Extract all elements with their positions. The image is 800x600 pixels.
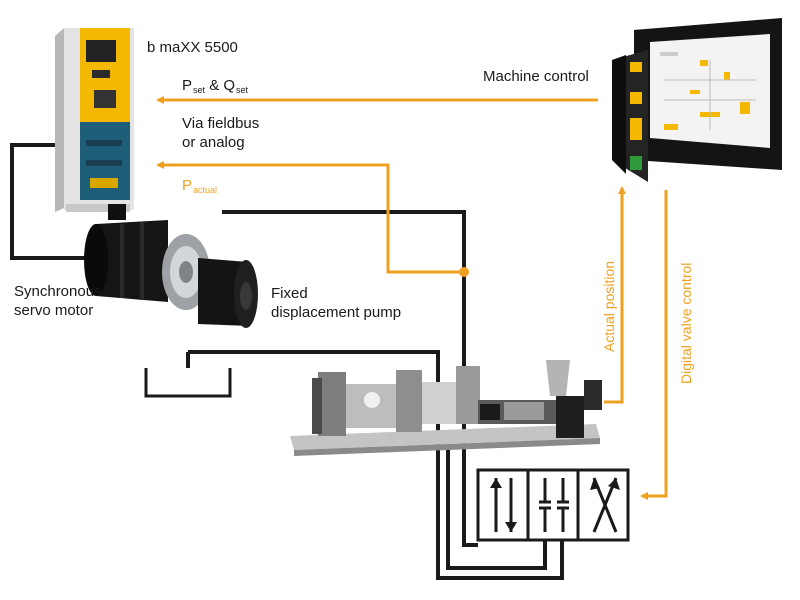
tank-symbol <box>144 368 232 398</box>
q-set-subscript: set <box>236 85 249 95</box>
q-set-amp: & Q <box>205 77 236 94</box>
digital-valve-control-label: Digital valve control <box>678 262 694 384</box>
p-actual-main: P <box>182 177 193 194</box>
actual-position-line <box>604 186 626 404</box>
p-set-subscript: set <box>193 85 206 95</box>
directional-valve-symbol <box>476 468 630 542</box>
fieldbus-line2: or analog <box>182 134 245 151</box>
fieldbus-line1: Via fieldbus <box>182 115 260 132</box>
signal-lines <box>156 96 668 500</box>
hydraulic-line-return <box>446 448 547 570</box>
hydraulic-lines <box>10 143 564 580</box>
motor-label-line1: Synchronous <box>14 283 102 300</box>
hydraulic-line-supply <box>188 350 564 580</box>
pressure-feedback-line <box>156 161 464 274</box>
servo-drive-device <box>55 28 134 212</box>
p-set-main: P <box>182 77 193 94</box>
p-actual-subscript: actual <box>193 185 218 195</box>
valve-control-line <box>640 190 668 500</box>
motor-label-line2: servo motor <box>14 302 94 319</box>
machine-control-label: Machine control <box>483 68 589 85</box>
hydraulic-line-drive-motor <box>10 143 100 260</box>
servo-motor-device <box>84 204 168 302</box>
pump-label-line1: Fixed <box>271 285 308 302</box>
pressure-sensor-node <box>459 267 469 277</box>
p-actual-label: Pactual <box>182 177 217 199</box>
actual-position-label: Actual position <box>601 260 617 352</box>
pump-label-line2: displacement pump <box>271 304 402 321</box>
setpoint-label: Pset & Qset <box>182 77 248 99</box>
pump-device <box>162 234 258 328</box>
injection-machine-device <box>290 360 602 456</box>
drive-label: b maXX 5500 <box>147 39 238 56</box>
machine-control-device <box>612 18 782 182</box>
